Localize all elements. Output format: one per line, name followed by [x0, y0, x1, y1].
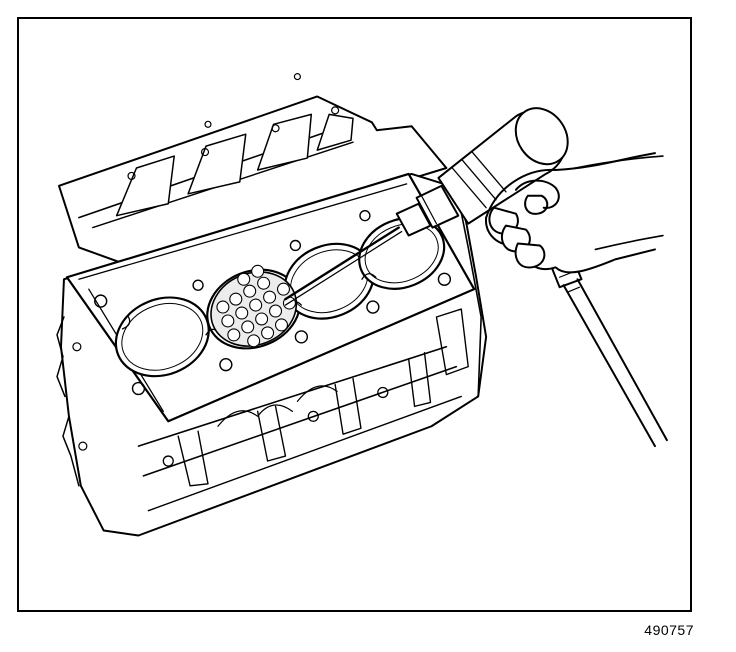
figure-number: 490757 [644, 622, 694, 638]
hand-icon [485, 152, 664, 274]
technical-illustration [56, 73, 668, 537]
illustration-frame [17, 17, 692, 612]
air-grinder-icon [284, 107, 668, 448]
